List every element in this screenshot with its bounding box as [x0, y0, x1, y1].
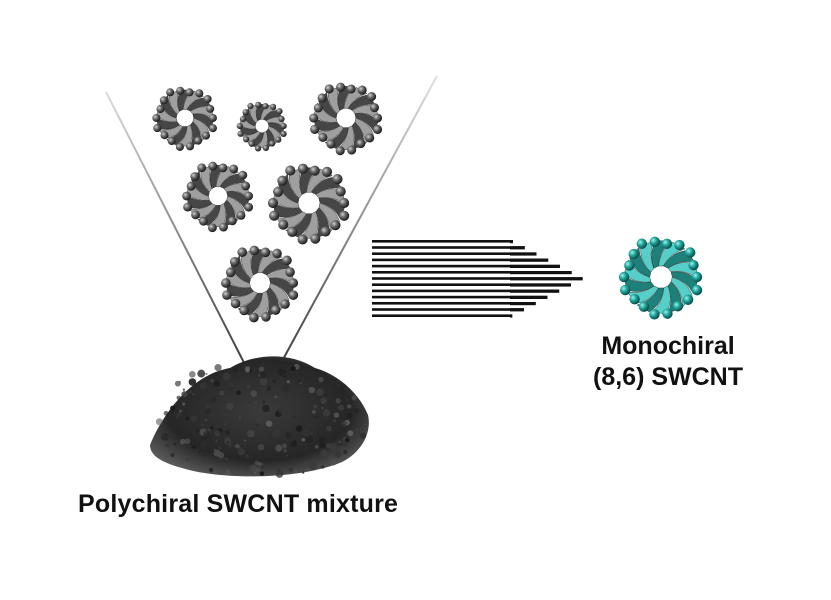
teal-nanotube-icon [618, 236, 703, 320]
nanotube-icon-1 [152, 86, 217, 151]
powder-pile-icon [150, 356, 369, 478]
nanotube-icon-2 [236, 101, 287, 152]
nanotube-icon-3 [309, 82, 383, 156]
striped-arrow-icon [372, 240, 583, 318]
cone-right-line [261, 75, 438, 399]
monochiral-caption-line2: (8,6) SWCNT [593, 363, 743, 391]
nanotube-icon-6 [221, 245, 299, 323]
monochiral-caption-line1: Monochiral [601, 332, 735, 360]
monochiral-nanotube-icon [618, 236, 703, 320]
nanotube-icon-4 [182, 161, 254, 233]
nanotube-icon-5 [267, 163, 350, 245]
polychiral-nanotubes-group [152, 82, 383, 323]
cone-left-line [105, 91, 263, 399]
polychiral-caption: Polychiral SWCNT mixture [78, 490, 399, 518]
monochiral-caption: Monochiral (8,6) SWCNT [578, 331, 758, 393]
